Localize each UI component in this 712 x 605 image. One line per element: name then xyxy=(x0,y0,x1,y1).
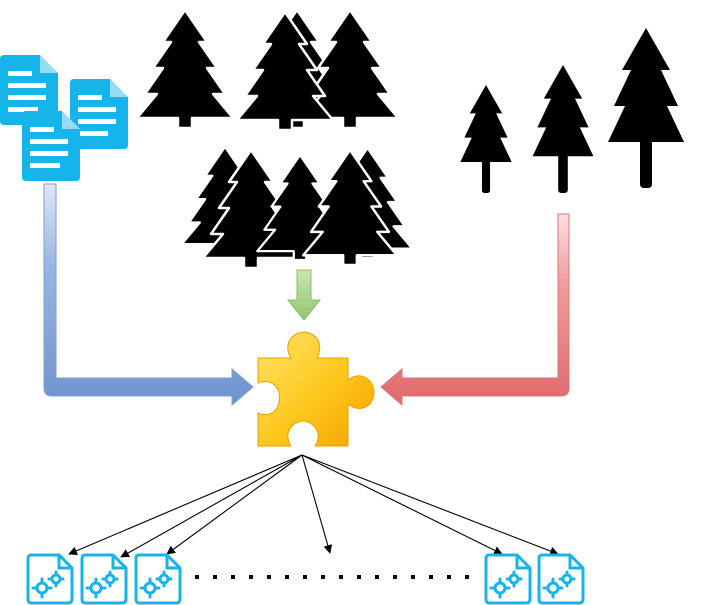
gear-document-icon xyxy=(134,553,182,605)
fan-arrow xyxy=(166,454,303,555)
tree-icon xyxy=(460,28,684,193)
gear-document-icon xyxy=(26,553,74,605)
documents-icon xyxy=(0,55,128,181)
fan-arrow xyxy=(68,454,303,555)
conifer-trees-icon xyxy=(135,8,400,132)
gear-document-icon xyxy=(80,553,128,605)
left-connector-arrow xyxy=(43,183,254,407)
fan-out-arrows xyxy=(68,454,559,558)
top-connector-arrow xyxy=(286,269,322,321)
fan-arrow xyxy=(301,454,559,556)
right-connector-arrow xyxy=(380,213,570,407)
conifer-trees-icon xyxy=(180,145,414,270)
puzzle-piece-icon xyxy=(257,331,375,447)
gear-document-icon xyxy=(484,553,532,605)
fan-arrow xyxy=(120,454,303,558)
fan-arrow xyxy=(301,454,503,555)
fan-arrow xyxy=(301,454,333,554)
gear-document-icon xyxy=(537,553,585,605)
